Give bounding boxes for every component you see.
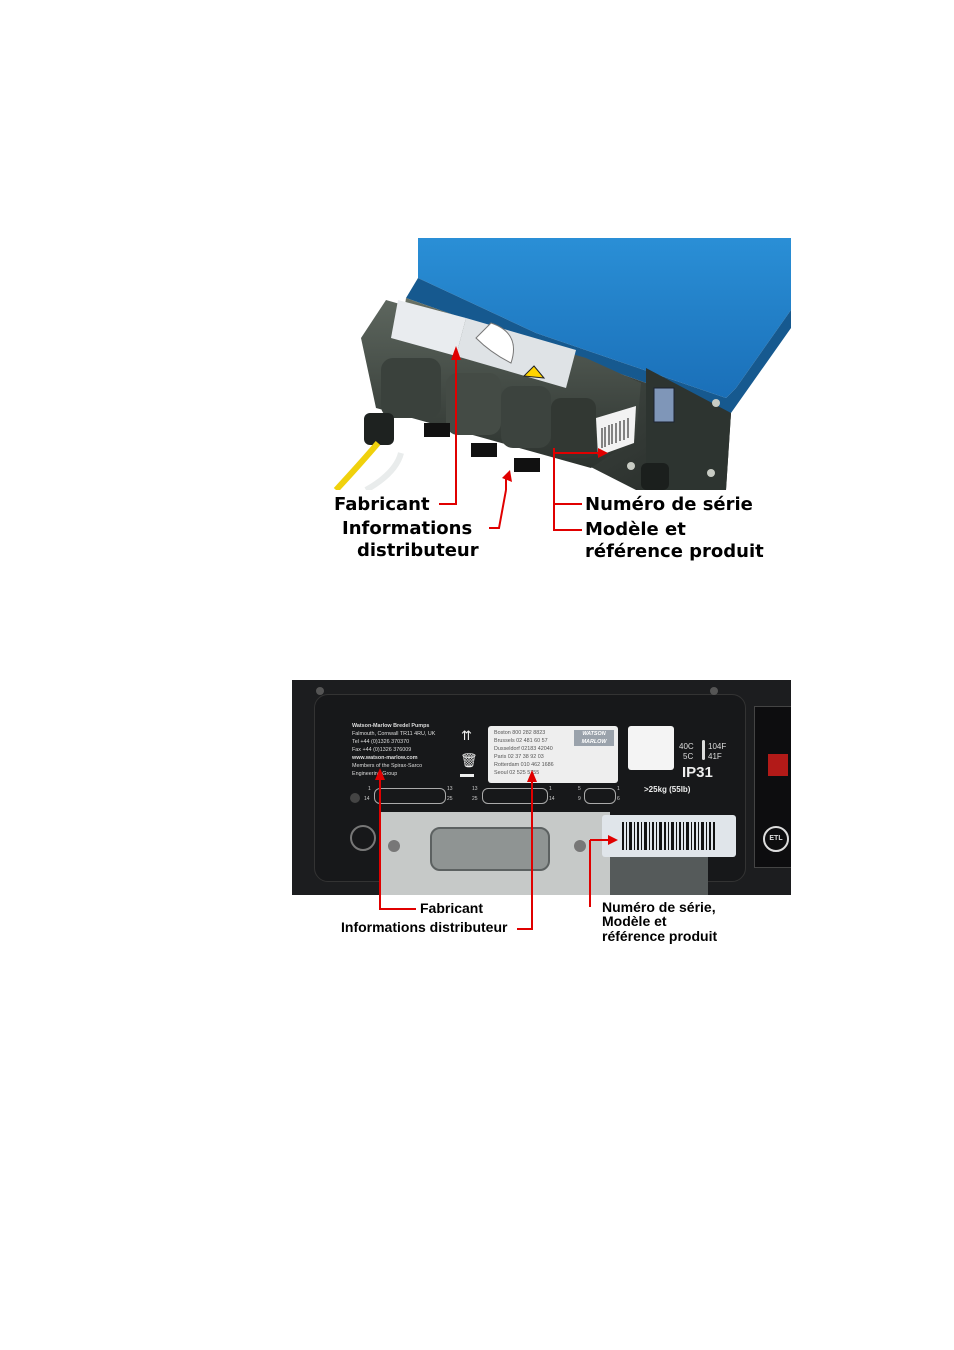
port-25way-left [374,788,446,804]
port-9way [584,788,616,804]
distributor-line: Seoul 02 525 5755 [494,770,540,776]
ground-symbol [350,825,376,851]
port2-pin: 25 [472,796,478,802]
maker-line: Falmouth, Cornwall TR11 4RU, UK [352,731,436,737]
temp-low-f: 41F [708,752,722,761]
brand-top: WATSON [582,731,606,737]
distributor-line: Brussels 02 481 60 57 [494,738,548,744]
port1-pin: 1 [368,786,371,792]
label-numero-serie: Numéro de série [585,494,753,515]
weee-bar [460,774,474,777]
callout-lines-bottom [379,895,591,930]
blank-label [628,726,674,770]
screw [710,687,718,695]
port3-pin: 9 [578,796,581,802]
port1-pin: 25 [447,796,453,802]
weight-rating: >25kg (55lb) [644,785,691,794]
label-modele: Modèle et [602,913,667,929]
port2-pin: 14 [549,796,555,802]
connector-screw [574,840,586,852]
screw [350,793,360,803]
label-informations-distributeur: Informations distributeur [341,919,508,935]
label-reference-produit: référence produit [585,541,764,562]
side-indicator [768,754,788,776]
maker-line: Tel +44 (0)1326 370370 [352,739,410,745]
label-informations: Informations [342,518,473,539]
temp-low-c: 5C [683,752,694,761]
label-fabricant: Fabricant [334,494,430,515]
label-fabricant: Fabricant [420,900,484,916]
label-modele: Modèle et [585,519,686,540]
callout-lines [439,490,582,531]
port-25way-middle [482,788,548,804]
distributor-line: Rotterdam 010 462 1686 [494,762,554,768]
weee-bin-icon: 🗑 [460,753,478,769]
port2-pin: 1 [549,786,552,792]
barcode-icon [622,822,715,850]
label-distributeur: distributeur [357,540,479,561]
maker-line: www.watson-marlow.com [352,755,418,761]
port2-pin: 13 [472,786,478,792]
ip-rating: IP31 [682,764,713,781]
distributor-info-block: Boston 800 282 8823 Brussels 02 481 60 5… [494,729,584,777]
figure-pump-nameplate: Watson-Marlow Bredel Pumps Falmouth, Cor… [292,680,791,944]
screw [316,687,324,695]
port1-pin: 13 [447,786,453,792]
distributor-line: Boston 800 282 8823 [494,730,546,736]
maker-line: Engineering Group [352,771,398,777]
dsub-connector [430,827,550,871]
temp-high-c: 40C [679,742,694,751]
label-reference-produit: référence produit [602,928,718,944]
figure-pump-rear-view: Fabricant Informations distributeur Numé… [306,238,791,562]
maker-line: Watson-Marlow Bredel Pumps [352,723,430,729]
nameplate-photo: Watson-Marlow Bredel Pumps Falmouth, Cor… [292,680,791,895]
brand-logo: WATSON MARLOW [574,730,614,746]
etl-cert-mark: ETL [763,826,789,852]
temp-high-f: 104F [708,742,727,751]
maker-line: Fax +44 (0)1326 376009 [352,747,412,753]
brand-bottom: MARLOW [581,739,607,745]
pump-rear-photo [333,238,791,490]
thermometer-icon [702,740,705,760]
callout-lines-photo [375,768,618,895]
port3-pin: 6 [617,796,620,802]
connector-screw [388,840,400,852]
label-numero-serie: Numéro de série, [602,899,716,915]
maker-info-block: Watson-Marlow Bredel Pumps Falmouth, Cor… [352,722,462,778]
this-way-up-icon: ⇈ [461,729,472,744]
maker-line: Members of the Spirax-Sarco [352,763,423,769]
port3-pin: 5 [578,786,581,792]
port1-pin: 14 [364,796,370,802]
distributor-line: Dusseldorf 02183 42040 [494,746,553,752]
distributor-line: Paris 02 37 38 92 03 [494,754,544,760]
port3-pin: 1 [617,786,620,792]
